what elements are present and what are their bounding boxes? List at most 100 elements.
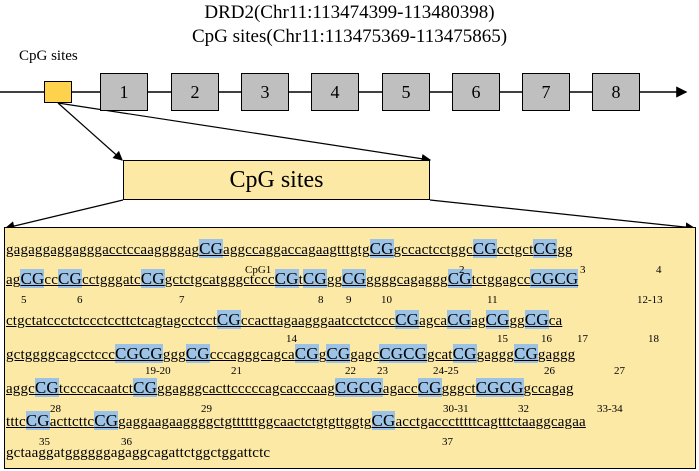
zoom-line-right-2 xyxy=(429,199,696,232)
sequence-segment: t xyxy=(298,272,303,288)
site-number: 16 xyxy=(541,333,552,345)
site-number: 18 xyxy=(648,333,659,345)
sequence-segment: ag xyxy=(471,313,486,329)
cpg-site: CG xyxy=(417,378,442,397)
cpg-site: CG xyxy=(94,411,119,430)
sequence-segment: cccagggcagca xyxy=(209,347,295,363)
sequence-segment: gctggggcagcctccc xyxy=(6,347,115,363)
site-number: 7 xyxy=(179,294,185,306)
cpg-site: CG xyxy=(371,411,396,430)
cpg-site: CGCG xyxy=(334,378,383,397)
cpg-site: CG xyxy=(274,269,299,288)
cpg-site: CG xyxy=(447,310,472,329)
sequence-segment: gctctgcatgggctccc xyxy=(164,272,275,288)
site-number: 11 xyxy=(487,294,498,306)
cpg-site: CG xyxy=(216,310,241,329)
sequence-line: aggcCGtccccacaatctCGggagggcacttcccccagca… xyxy=(6,378,696,399)
site-number: 28 xyxy=(50,403,61,415)
exon-5: 5 xyxy=(382,73,430,111)
exon-8: 8 xyxy=(592,73,640,111)
cpg-site: CG xyxy=(20,269,45,288)
sequence-segment: gaggg xyxy=(476,347,514,363)
cpg-site: CG xyxy=(472,239,497,258)
site-number: 5 xyxy=(21,294,27,306)
cpg-site: CG xyxy=(369,239,394,258)
cpg-region-marker xyxy=(44,81,72,103)
sequence-segment: cctgggatc xyxy=(81,272,141,288)
site-number: 10 xyxy=(381,294,392,306)
sequence-segment: gaggaagaaggggctgttttttggcaactctgtgttggtg xyxy=(118,414,372,430)
sequence-segment: ggggcagaggg xyxy=(366,272,448,288)
sequence-segment: gccactcctggc xyxy=(393,242,473,258)
site-number: 17 xyxy=(577,333,588,345)
sequence-segment: gggct xyxy=(441,381,476,397)
site-number: 15 xyxy=(497,333,508,345)
cpg-site: CG xyxy=(452,344,477,363)
site-number: 33-34 xyxy=(597,403,623,415)
exon-6: 6 xyxy=(452,73,500,111)
cpg-site: CG xyxy=(485,310,510,329)
sequence-segment: tccccacaatct xyxy=(58,381,134,397)
sequence-segment: gagc xyxy=(350,347,380,363)
sequence-segment: gctaaggatggggggagaggcagattctggctggattctc xyxy=(6,445,271,461)
sequence-segment: ag xyxy=(6,272,21,288)
sequence-line: tttcCGacttcttcCGgaggaagaaggggctgttttttgg… xyxy=(6,411,696,432)
cpg-site: CG xyxy=(302,269,327,288)
sequence-segment: ctgctatccctctccctccttctcagtagcctcct xyxy=(6,313,217,329)
site-number: 22 xyxy=(345,365,356,377)
exon-2: 2 xyxy=(171,73,219,111)
cpg-site: CG xyxy=(513,344,538,363)
sequence-segment: ggg xyxy=(162,347,186,363)
site-number: 14 xyxy=(286,333,297,345)
site-number: 3 xyxy=(580,264,586,276)
sequence-segment: agca xyxy=(419,313,448,329)
site-number: 23 xyxy=(377,365,388,377)
sequence-segment: g xyxy=(191,242,200,258)
sequence-segment: tttc xyxy=(6,414,26,430)
sequence-segment: aggc xyxy=(6,381,35,397)
gene-title: DRD2(Chr11:113474399-113480398) xyxy=(204,2,495,23)
cpg-sites-label: CpG sites xyxy=(19,48,78,64)
cpg-site: CGCG xyxy=(115,344,163,363)
sequence-box xyxy=(4,227,696,469)
sequence-segment: gg xyxy=(509,313,525,329)
cpg-site: CG xyxy=(524,310,549,329)
exon-1: 1 xyxy=(100,73,148,111)
site-number: 19-20 xyxy=(145,365,171,377)
site-number: 32 xyxy=(518,403,529,415)
sequence-segment: gagaggaggagggacctccaagggga xyxy=(6,242,192,258)
site-number: 37 xyxy=(442,436,453,448)
sequence-segment: agacc xyxy=(382,381,418,397)
exon-4: 4 xyxy=(311,73,359,111)
sequence-segment: gg xyxy=(557,242,573,258)
site-number: 6 xyxy=(77,294,83,306)
zoom-line-left-1 xyxy=(57,102,123,161)
exon-7: 7 xyxy=(522,73,570,111)
zoom-line-left-2 xyxy=(4,199,124,231)
sequence-segment: gaggg xyxy=(537,347,576,363)
site-number: CpG1 xyxy=(245,264,272,276)
sequence-segment: acctgaccctttttcagtttctaaggcagaa xyxy=(395,414,586,430)
sequence-line: gctggggcagcctcccCGCGgggCGcccagggcagcaCGg… xyxy=(6,344,696,365)
cpg-site: CG xyxy=(342,269,367,288)
site-number: 26 xyxy=(544,365,555,377)
sequence-line: ctgctatccctctccctccttctcagtagcctcctCGcca… xyxy=(6,310,696,331)
sequence-segment: g xyxy=(318,347,327,363)
cpg-site: CG xyxy=(294,344,319,363)
zoom-line-right-1 xyxy=(57,102,432,164)
site-number: 29 xyxy=(201,403,212,415)
cpg-site: CGCG xyxy=(530,269,579,288)
sequence-segment: cc xyxy=(44,272,59,288)
site-number: 35 xyxy=(39,436,50,448)
site-number: 9 xyxy=(346,294,352,306)
sequence-segment: cctgct xyxy=(496,242,534,258)
site-number: 24-25 xyxy=(433,365,459,377)
sequence-segment: ggagggcacttcccccagcacccaag xyxy=(157,381,335,397)
cpg-site: CG xyxy=(533,239,558,258)
cpg-site: CG xyxy=(447,269,472,288)
cpg-sites-zoom-box: CpG sites xyxy=(123,160,430,200)
cpg-site: CG xyxy=(185,344,210,363)
sequence-segment: gcat xyxy=(427,347,453,363)
cpg-site: CG xyxy=(140,269,165,288)
cpg-site: CG xyxy=(326,344,351,363)
